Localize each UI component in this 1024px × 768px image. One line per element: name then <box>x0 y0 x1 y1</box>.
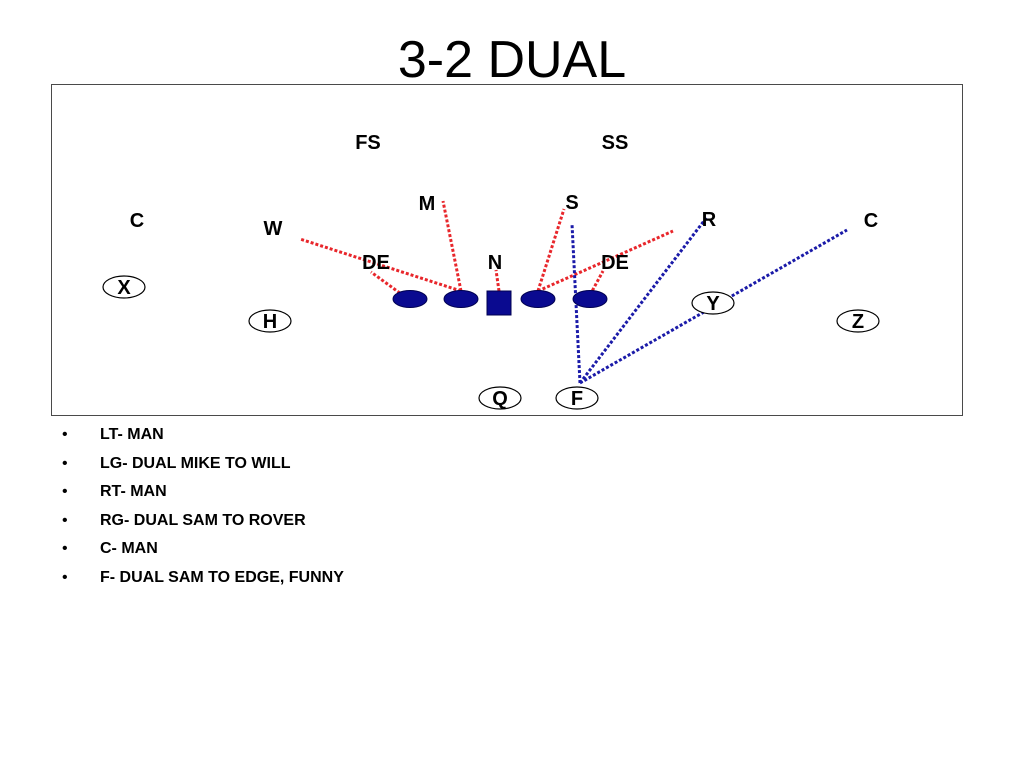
route-rt-to-de <box>588 270 605 296</box>
assignment-list: • LT- MAN • LG- DUAL MIKE TO WILL • RT- MAN… <box>62 424 344 596</box>
bullet: • <box>62 540 68 558</box>
offense: X H Y Z Q F <box>102 275 880 410</box>
will-linebacker: W <box>264 218 283 240</box>
bullet: • <box>62 426 68 443</box>
corner-right: C <box>864 210 878 232</box>
player-x-label: X <box>117 277 131 299</box>
nose-tackle: N <box>488 252 502 274</box>
route-f-to-corner <box>579 228 848 385</box>
left-guard <box>443 290 479 308</box>
defense: FS SS M S C W R C DE N DE <box>130 132 878 274</box>
list-item: • RT- MAN <box>62 481 344 510</box>
player-z: Z <box>836 309 880 333</box>
player-y: Y <box>691 291 735 315</box>
mike-linebacker: M <box>419 193 436 215</box>
assignment-lt: LT- MAN <box>100 426 164 443</box>
player-h-label: H <box>263 311 277 333</box>
player-q: Q <box>478 386 522 410</box>
defensive-end-right: DE <box>601 252 629 274</box>
rover: R <box>702 209 717 231</box>
bullet: • <box>62 454 68 472</box>
page-title: 3-2 DUAL <box>397 31 627 89</box>
list-item: • C- MAN <box>62 538 344 567</box>
player-f-label: F <box>571 388 583 410</box>
player-x: X <box>102 275 146 299</box>
player-f: F <box>555 386 599 410</box>
blue-routes <box>570 216 848 385</box>
sam-linebacker: S <box>565 192 578 214</box>
play-diagram: FS SS M S C W R C DE N DE X H Y <box>51 84 963 416</box>
assignment-lg: LG- DUAL MIKE TO WILL <box>100 454 291 472</box>
list-item: • LG- DUAL MIKE TO WILL <box>62 453 344 482</box>
player-y-label: Y <box>706 293 720 315</box>
route-c-to-nose <box>494 269 501 292</box>
route-f-to-sam <box>570 223 582 384</box>
center <box>486 290 512 316</box>
play-diagram-svg: FS SS M S C W R C DE N DE X H Y <box>102 132 880 410</box>
free-safety: FS <box>355 132 381 154</box>
bullet: • <box>62 483 68 501</box>
list-item: • F- DUAL SAM TO EDGE, FUNNY <box>62 567 344 596</box>
assignment-f: F- DUAL SAM TO EDGE, FUNNY <box>100 568 344 586</box>
offensive-line <box>392 290 608 316</box>
right-guard <box>520 290 556 308</box>
bullet: • <box>62 511 68 529</box>
player-z-label: Z <box>852 311 864 333</box>
bullet: • <box>62 568 68 586</box>
list-item: • LT- MAN <box>62 424 344 453</box>
assignment-rt: RT- MAN <box>100 483 167 501</box>
right-tackle <box>572 290 608 308</box>
red-routes <box>299 200 674 301</box>
assignment-rg: RG- DUAL SAM TO ROVER <box>100 511 306 529</box>
defensive-end-left: DE <box>362 252 390 274</box>
corner-left: C <box>130 210 144 232</box>
left-tackle <box>392 290 428 308</box>
route-lg-to-will <box>299 237 462 293</box>
route-lg-to-mike <box>441 200 463 292</box>
player-h: H <box>248 309 292 333</box>
strong-safety: SS <box>602 132 629 154</box>
player-q-label: Q <box>492 388 508 410</box>
route-rg-to-sam <box>536 208 566 292</box>
assignment-c: C- MAN <box>100 540 158 558</box>
list-item: • RG- DUAL SAM TO ROVER <box>62 510 344 539</box>
